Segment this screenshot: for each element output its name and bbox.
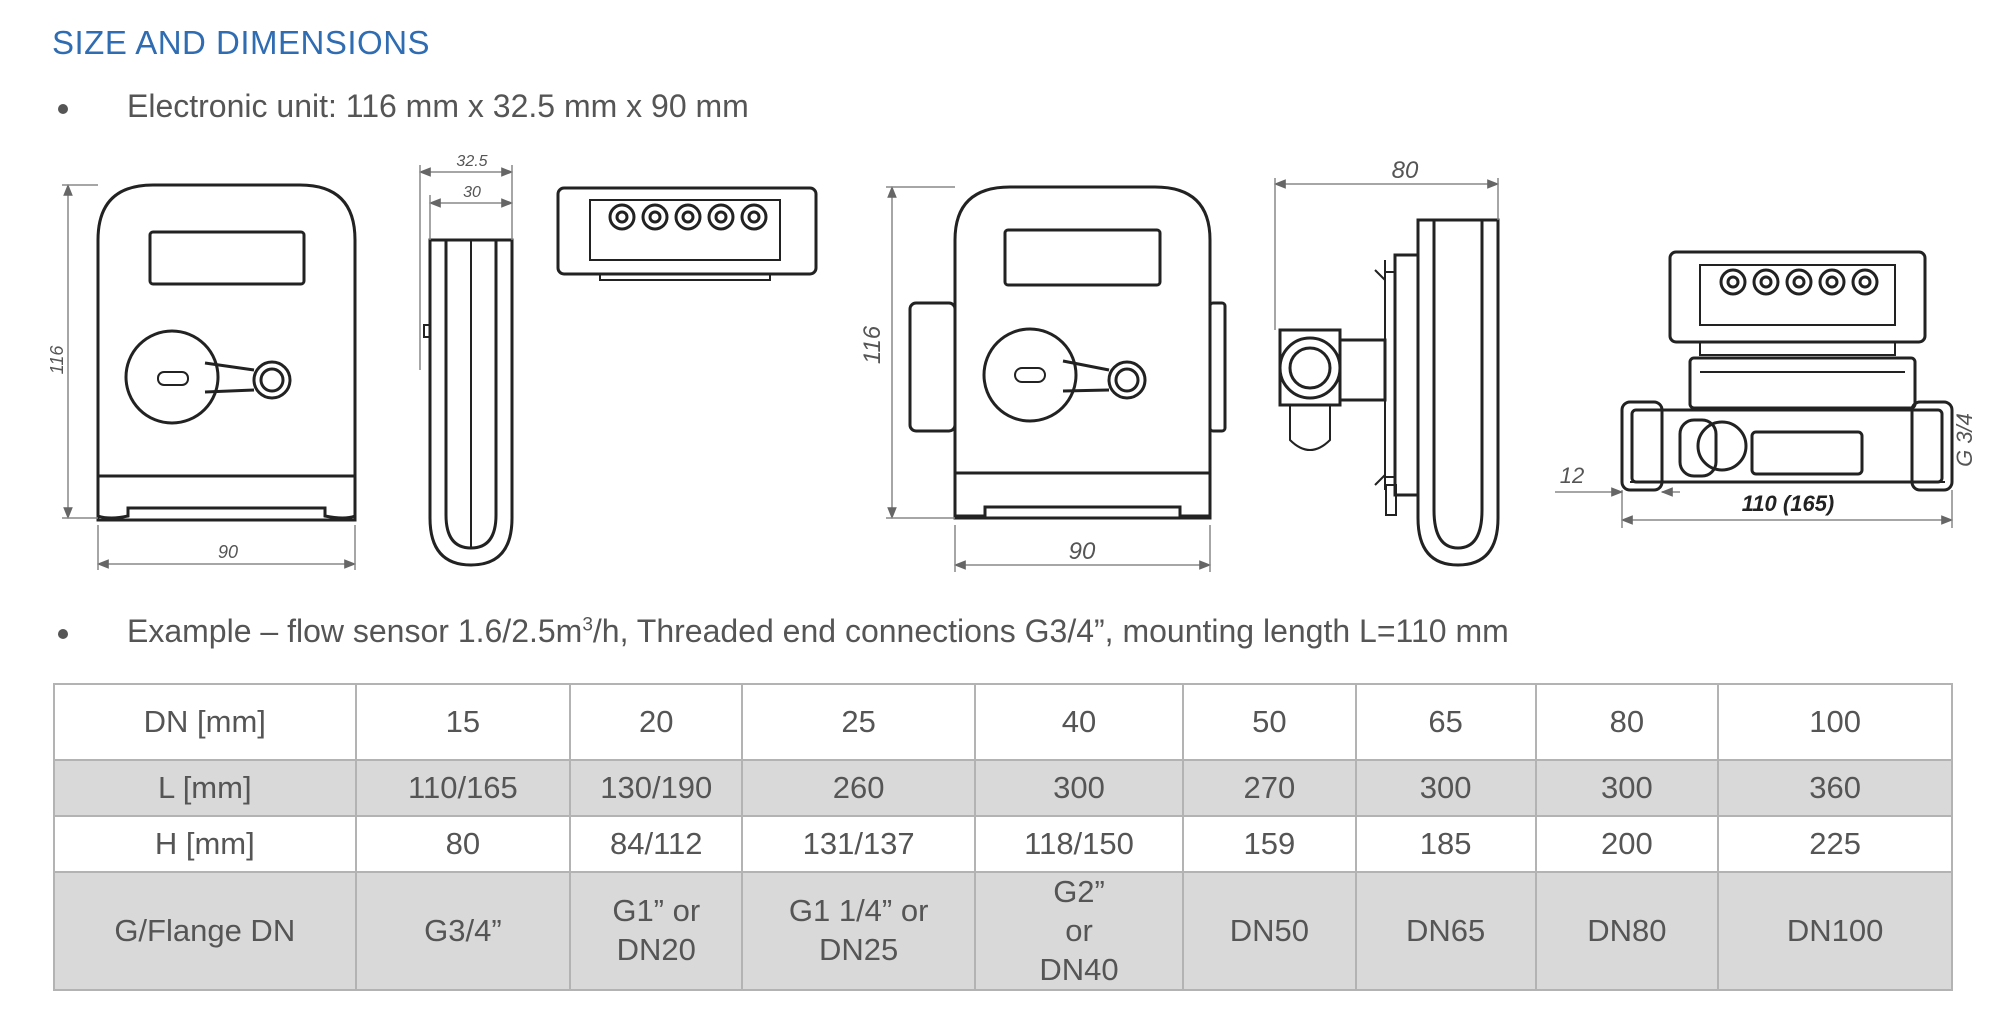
sensor-side-width-label: 80 bbox=[1392, 157, 1419, 184]
example-text-suffix: /h, Threaded end connections G3/4”, moun… bbox=[592, 613, 1509, 649]
table-cell: G1” or DN20 bbox=[569, 870, 744, 992]
table-row: G/Flange DN G3/4” G1” or DN20 G1 1/4” or… bbox=[53, 870, 1953, 992]
front-view-drawing bbox=[96, 183, 357, 522]
table-cell: 84/112 bbox=[569, 815, 744, 873]
table-cell: G3/4” bbox=[354, 870, 572, 992]
electronic-unit-size-text: Electronic unit: 116 mm x 32.5 mm x 90 m… bbox=[127, 88, 749, 124]
table-cell: 131/137 bbox=[741, 815, 977, 873]
example-text-prefix: Example – flow sensor 1.6/2.5m bbox=[127, 613, 583, 649]
table-cell: 80 bbox=[354, 815, 572, 873]
table-cell: 185 bbox=[1354, 815, 1537, 873]
technical-drawings: 116 90 32.5 30 bbox=[47, 153, 1977, 572]
section-title: SIZE AND DIMENSIONS bbox=[52, 24, 431, 61]
sensor-top-drawing bbox=[1620, 250, 1954, 492]
table-cell: 200 bbox=[1534, 815, 1720, 873]
table-cell: 225 bbox=[1717, 815, 1953, 873]
assembly-width-label: 90 bbox=[1069, 538, 1096, 565]
assembly-side-drawing bbox=[1278, 218, 1500, 567]
table-cell: 300 bbox=[1354, 759, 1537, 817]
table-cell: DN50 bbox=[1182, 870, 1357, 992]
table-cell: G2” or DN40 bbox=[974, 870, 1185, 992]
table-cell: DN80 bbox=[1534, 870, 1720, 992]
table-cell: 80 bbox=[1534, 683, 1720, 761]
offset-label: 12 bbox=[1560, 463, 1584, 488]
bullet-marker bbox=[58, 629, 68, 639]
table-cell: 130/190 bbox=[569, 759, 744, 817]
table-cell: 300 bbox=[1534, 759, 1720, 817]
front-width-label: 90 bbox=[218, 542, 238, 562]
example-flow-sensor-text: Example – flow sensor 1.6/2.5m3/h, Threa… bbox=[127, 613, 1509, 650]
table-cell: 270 bbox=[1182, 759, 1357, 817]
table-cell: 25 bbox=[741, 683, 977, 761]
example-text-superscript: 3 bbox=[582, 614, 593, 636]
row-header: DN [mm] bbox=[53, 683, 357, 761]
table-cell: DN100 bbox=[1717, 870, 1953, 992]
thread-size-label: G 3/4 bbox=[1952, 413, 1977, 467]
table-cell: 159 bbox=[1182, 815, 1357, 873]
mounting-length-label: 110 (165) bbox=[1742, 491, 1835, 516]
table-cell: 15 bbox=[354, 683, 572, 761]
front-height-label: 116 bbox=[47, 345, 67, 375]
table-row: H [mm] 80 84/112 131/137 118/150 159 185… bbox=[53, 815, 1953, 873]
dimensions-table: DN [mm] 15 20 25 40 50 65 80 100 L [mm] … bbox=[53, 683, 1953, 992]
table-cell: 360 bbox=[1717, 759, 1953, 817]
table-cell: 260 bbox=[741, 759, 977, 817]
assembly-height-label: 116 bbox=[859, 325, 886, 364]
assembly-front-drawing bbox=[908, 185, 1227, 520]
row-header: H [mm] bbox=[53, 815, 357, 873]
row-header: G/Flange DN bbox=[53, 870, 357, 992]
row-header: L [mm] bbox=[53, 759, 357, 817]
table-cell: DN65 bbox=[1354, 870, 1537, 992]
table-cell: 65 bbox=[1354, 683, 1537, 761]
bullet-marker bbox=[58, 104, 68, 114]
table-cell: 100 bbox=[1717, 683, 1953, 761]
table-cell: G1 1/4” or DN25 bbox=[741, 870, 977, 992]
table-row: DN [mm] 15 20 25 40 50 65 80 100 bbox=[53, 683, 1953, 761]
table-cell: 20 bbox=[569, 683, 744, 761]
table-cell: 118/150 bbox=[974, 815, 1185, 873]
table-cell: 110/165 bbox=[354, 759, 572, 817]
table-cell: 300 bbox=[974, 759, 1185, 817]
side-inner-depth-label: 30 bbox=[463, 184, 481, 201]
side-view-drawing bbox=[423, 238, 514, 567]
top-view-drawing bbox=[556, 186, 818, 281]
table-cell: 40 bbox=[974, 683, 1185, 761]
table-row: L [mm] 110/165 130/190 260 300 270 300 3… bbox=[53, 759, 1953, 817]
table-cell: 50 bbox=[1182, 683, 1357, 761]
side-outer-depth-label: 32.5 bbox=[456, 153, 487, 170]
